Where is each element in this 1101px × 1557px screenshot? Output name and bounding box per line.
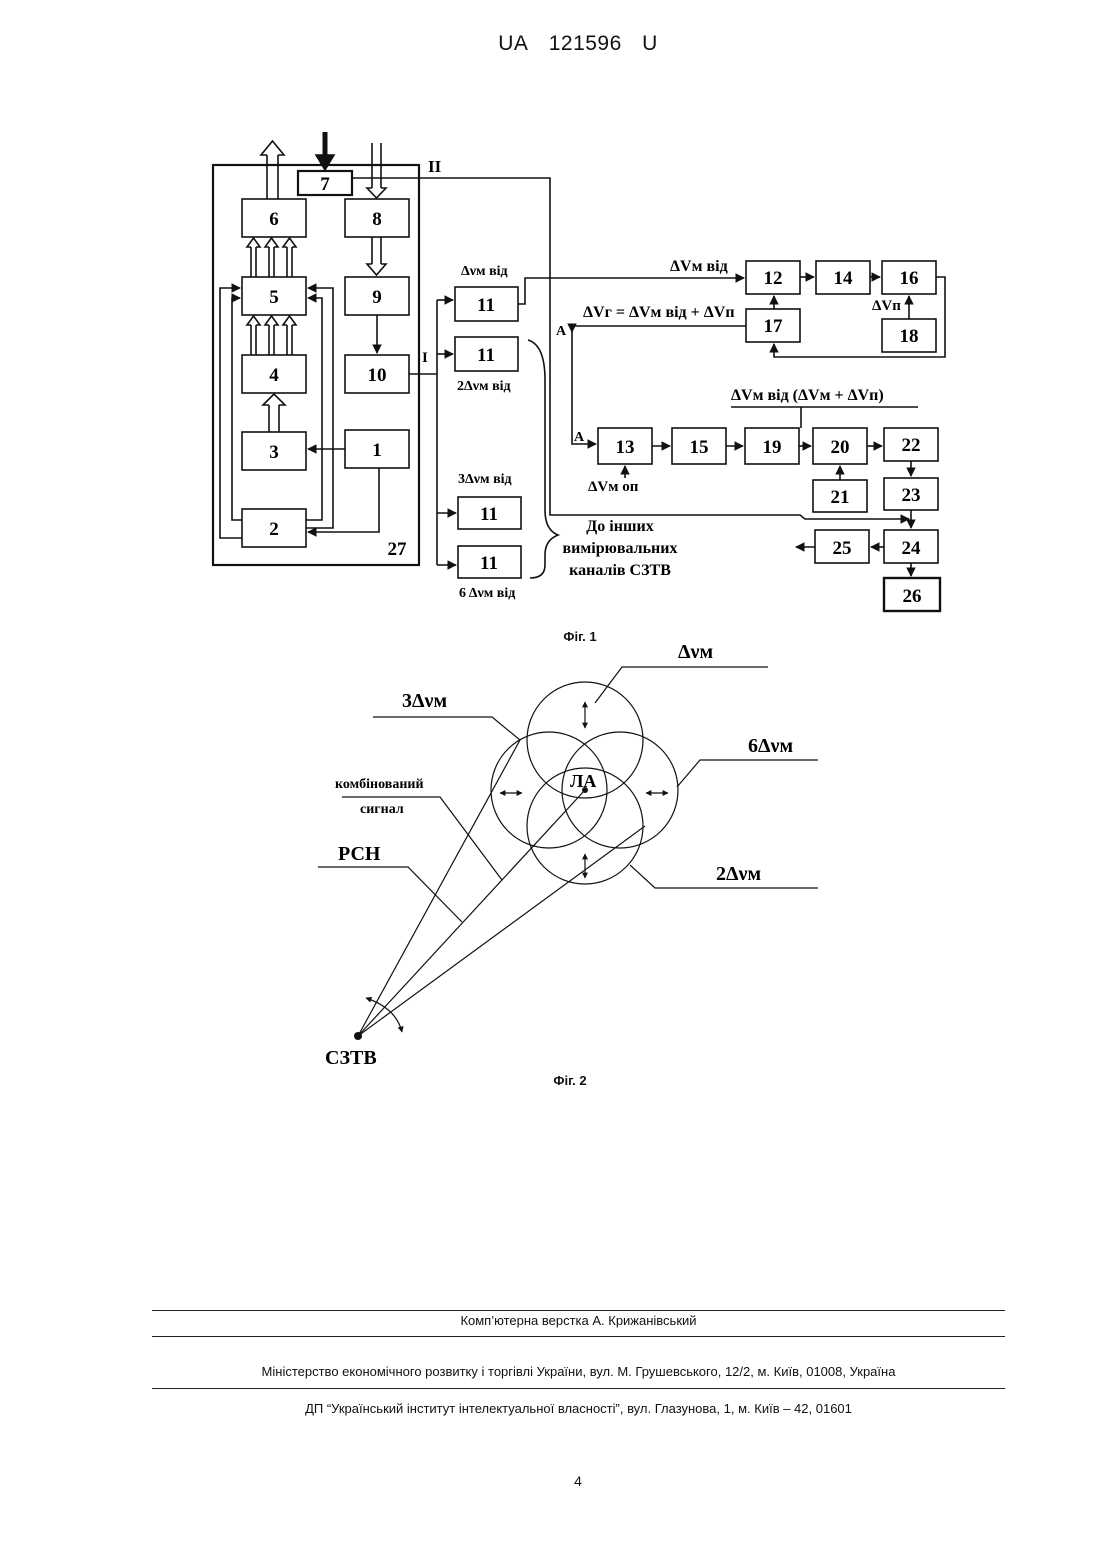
block-22-label: 22: [902, 435, 921, 456]
block-9-label: 9: [372, 287, 382, 308]
block-19-label: 19: [763, 437, 782, 458]
block-11-ch6-label: 11: [480, 553, 498, 574]
block-4-label: 4: [269, 365, 279, 386]
block-27-label: 27: [388, 539, 408, 560]
block-16-label: 16: [900, 268, 919, 289]
block-11-ch1-label: 11: [477, 295, 495, 316]
block-25-label: 25: [833, 538, 852, 559]
channel-6-label: 6 Δνм від: [459, 586, 515, 601]
signal-label-i: I: [422, 350, 428, 366]
node-a-lower: A: [574, 430, 585, 445]
block-12-label: 12: [764, 268, 783, 289]
footer-rule-middle: [152, 1336, 1005, 1337]
figure-1-block-diagram: 6 5 4 3 2 7 8 9 10 1 27 11 11 11 11 12 1…: [0, 0, 1101, 660]
dvp-label: ΔVп: [872, 298, 901, 314]
combined-signal-label-1: комбінований: [335, 777, 424, 792]
signal-label-ii: II: [428, 157, 442, 176]
block-5-label: 5: [269, 287, 279, 308]
input-arrow-8: [367, 143, 386, 198]
block-3-label: 3: [269, 442, 279, 463]
bus-3-to-4: [263, 394, 285, 432]
block-20-label: 20: [831, 437, 850, 458]
block-21-label: 21: [831, 487, 850, 508]
sztv-label: СЗТВ: [325, 1047, 377, 1069]
block-14-label: 14: [834, 268, 854, 289]
block-6-label: 6: [269, 209, 279, 230]
dvm-sum-label: ΔVм від (ΔVм + ΔVп): [731, 387, 884, 404]
footer-typesetter: Комп’ютерна верстка А. Крижанівський: [152, 1313, 1005, 1328]
block-17-label: 17: [764, 316, 784, 337]
block-1-label: 1: [372, 440, 382, 461]
footer-institute: ДП “Український інститут інтелектуальної…: [152, 1401, 1005, 1416]
unit-27-frame: [213, 165, 419, 565]
channel-1-label: Δνм від: [461, 264, 508, 279]
bus-5-to-6: [247, 238, 296, 277]
bus-4-to-5: [247, 316, 296, 355]
block-26-label: 26: [903, 586, 922, 607]
rsn-label: РСН: [338, 843, 381, 865]
dvm-op-label: ΔVм оп: [588, 479, 639, 495]
sztv-point: [354, 1032, 362, 1040]
channel-2-label: 2Δνм від: [457, 379, 511, 394]
other-channels-line2: вимірювальних: [563, 540, 678, 557]
other-channels-line1: До інших: [586, 518, 653, 535]
footer-ministry: Міністерство економічного розвитку і тор…: [152, 1364, 1005, 1379]
dvm-vid-label: ΔVм від: [670, 258, 728, 275]
block-10-label: 10: [368, 365, 387, 386]
other-channels-line3: каналів СЗТВ: [569, 562, 671, 579]
block-13-label: 13: [616, 437, 635, 458]
footer-rule-bottom: [152, 1388, 1005, 1389]
block-2-label: 2: [269, 519, 279, 540]
zone-label-dv3: 3Δνм: [402, 690, 447, 712]
figure-2-coverage-diagram: Δνм 3Δνм 6Δνм 2Δνм комбінований сигнал Р…: [0, 640, 1101, 1080]
page-number: 4: [0, 1473, 1101, 1489]
block-23-label: 23: [902, 485, 921, 506]
zone-label-dv1: Δνм: [678, 641, 713, 663]
block-8-label: 8: [372, 209, 382, 230]
zone-label-dv2: 2Δνм: [716, 863, 761, 885]
la-label: ЛА: [570, 771, 596, 791]
zone-label-dv6: 6Δνм: [748, 735, 793, 757]
output-arrow-6: [261, 141, 284, 199]
block-11-ch3-label: 11: [480, 504, 498, 525]
block-7-label: 7: [320, 174, 330, 195]
bold-input-arrowhead-7: [316, 155, 334, 170]
bus-8-to-9: [367, 237, 386, 275]
dvg-equation-label: ΔVг = ΔVм від + ΔVп: [583, 304, 735, 321]
combined-signal-label-2: сигнал: [360, 802, 404, 817]
node-a-upper: A: [556, 324, 567, 339]
figure-2-caption: Фіг. 2: [530, 1073, 610, 1088]
block-24-label: 24: [902, 538, 922, 559]
block-18-label: 18: [900, 326, 919, 347]
footer-rule-top: [152, 1310, 1005, 1311]
block-15-label: 15: [690, 437, 709, 458]
channel-3-label: 3Δνм від: [458, 472, 512, 487]
block-11-ch2-label: 11: [477, 345, 495, 366]
